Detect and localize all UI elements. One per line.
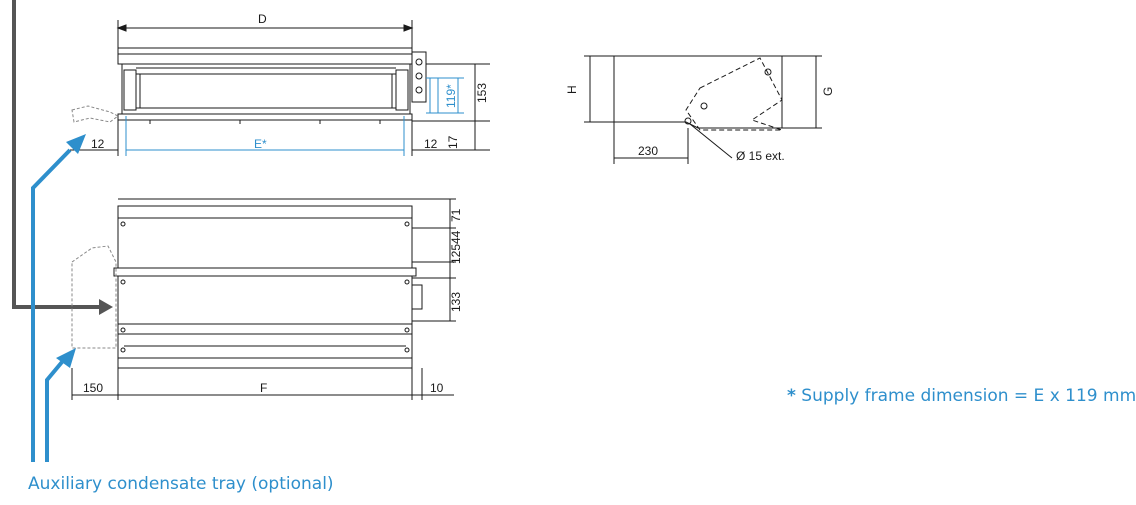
dim-150-label: 150 — [83, 381, 103, 395]
side-view-dashed-tray — [685, 57, 783, 131]
technical-drawing: D 12 E* 12 153 119* 17 H G 230 Ø 15 ext. — [12, 0, 835, 462]
side-view — [584, 55, 822, 164]
dim-d-label: D — [258, 12, 267, 26]
blue-arrowhead-lower — [56, 348, 76, 368]
aux-tray-note: Auxiliary condensate tray (optional) — [28, 474, 334, 494]
dim-153-label: 153 — [475, 83, 489, 103]
aux-tray-arrows — [31, 148, 72, 462]
dim-71-label: 71 — [449, 208, 463, 222]
dim-10-label: 10 — [430, 381, 444, 395]
dim-17-label: 17 — [446, 135, 460, 149]
asterisk-marker: * — [787, 386, 796, 406]
aux-tray-front-dashed — [71, 245, 117, 349]
supply-frame-text: Supply frame dimension = E x 119 mm — [801, 386, 1136, 406]
supply-frame-note: * Supply frame dimension = E x 119 mm — [787, 386, 1136, 406]
side-view-bolts — [700, 68, 772, 110]
dim-f-label: F — [260, 381, 267, 395]
aux-tray-top-dashed — [71, 105, 119, 123]
supply-frame-dimensions — [125, 77, 464, 156]
front-view — [71, 198, 456, 400]
dim-230-label: 230 — [638, 144, 658, 158]
gray-pointer-arrow — [12, 0, 113, 315]
dim-12-right-label: 12 — [424, 137, 438, 151]
dim-e-label: E* — [254, 137, 267, 151]
dim-g-label: G — [821, 87, 835, 96]
dim-119-label: 119* — [444, 84, 458, 108]
top-view — [70, 20, 490, 156]
dim-12-left-label: 12 — [91, 137, 105, 151]
blue-arrowhead-upper — [66, 134, 86, 154]
dim-133-label: 133 — [449, 292, 463, 312]
drain-label: Ø 15 ext. — [736, 149, 785, 163]
dim-125-label: 125 — [449, 244, 463, 264]
dim-h-label: H — [565, 85, 579, 94]
dim-44-label: 44 — [449, 230, 463, 244]
